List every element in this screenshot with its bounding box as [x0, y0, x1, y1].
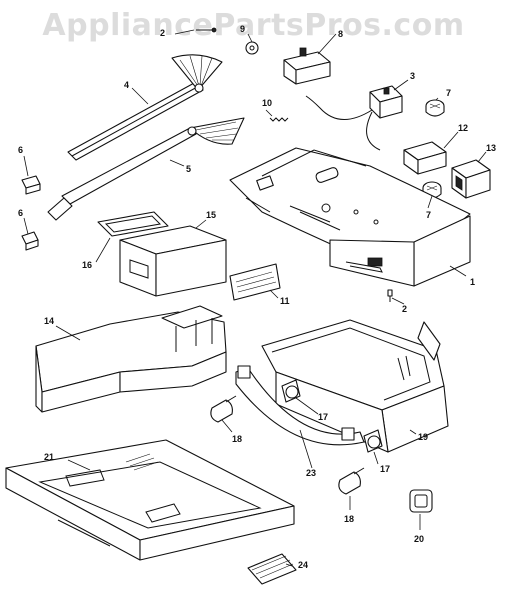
callout-14: 14	[44, 316, 54, 326]
callout-8: 8	[338, 29, 343, 39]
part-11-grille	[229, 263, 281, 301]
part-23-bar	[235, 365, 365, 446]
callout-18-upper: 18	[232, 434, 242, 444]
part-16-gasket	[97, 211, 169, 237]
part-14-large-duct	[35, 305, 227, 413]
callout-6-upper: 6	[18, 145, 23, 155]
part-9-washer	[245, 41, 259, 55]
callout-labels: 2 9 8 3 7 4 10 12 13 6 5 7 6 15 16 1 11 …	[18, 24, 496, 570]
callout-10: 10	[262, 98, 272, 108]
callout-2-lower: 2	[402, 304, 407, 314]
part-18-bulb-upper	[210, 395, 237, 423]
callout-4: 4	[124, 80, 129, 90]
callout-7-lower: 7	[426, 210, 431, 220]
callout-19: 19	[418, 432, 428, 442]
callout-3: 3	[410, 71, 415, 81]
part-21-tray	[5, 439, 295, 561]
part-12-control-box	[403, 141, 447, 175]
part-17-bearing-upper	[281, 379, 301, 403]
part-17-bearing-lower	[363, 429, 383, 453]
callout-5: 5	[186, 164, 191, 174]
callout-11: 11	[280, 296, 290, 306]
callout-17-upper: 17	[318, 412, 328, 422]
part-3-thermostat	[305, 85, 403, 151]
part-2-screw-upper	[196, 27, 217, 33]
part-13-module	[451, 159, 491, 199]
leader-lines	[23, 29, 487, 567]
part-1-housing	[229, 147, 471, 287]
part-4-lever-arm	[67, 54, 223, 161]
callout-20: 20	[414, 534, 424, 544]
part-24-coil	[247, 553, 297, 585]
part-10-spring	[269, 117, 289, 122]
part-20-button	[409, 489, 433, 513]
callout-18-lower: 18	[344, 514, 354, 524]
callout-1: 1	[470, 277, 475, 287]
callout-24: 24	[298, 560, 308, 570]
part-15-duct	[119, 225, 227, 297]
callout-2-upper: 2	[160, 28, 165, 38]
part-18-bulb-lower	[338, 467, 365, 495]
callout-12: 12	[458, 123, 468, 133]
callout-17-lower: 17	[380, 464, 390, 474]
callout-15: 15	[206, 210, 216, 220]
callout-23: 23	[306, 468, 316, 478]
part-6-clip-lower	[21, 231, 39, 251]
part-5-lever-arm	[47, 117, 245, 221]
callout-16: 16	[82, 260, 92, 270]
part-2-screw-lower	[387, 289, 393, 302]
part-7-knob-upper	[425, 99, 445, 117]
part-8-damper-motor	[283, 47, 331, 85]
callout-7-upper: 7	[446, 88, 451, 98]
callout-6-lower: 6	[18, 208, 23, 218]
callout-21: 21	[44, 452, 54, 462]
callout-13: 13	[486, 143, 496, 153]
part-6-clip-upper	[21, 175, 41, 195]
callout-9: 9	[240, 24, 245, 34]
watermark: AppliancePartsPros.com	[42, 8, 465, 43]
